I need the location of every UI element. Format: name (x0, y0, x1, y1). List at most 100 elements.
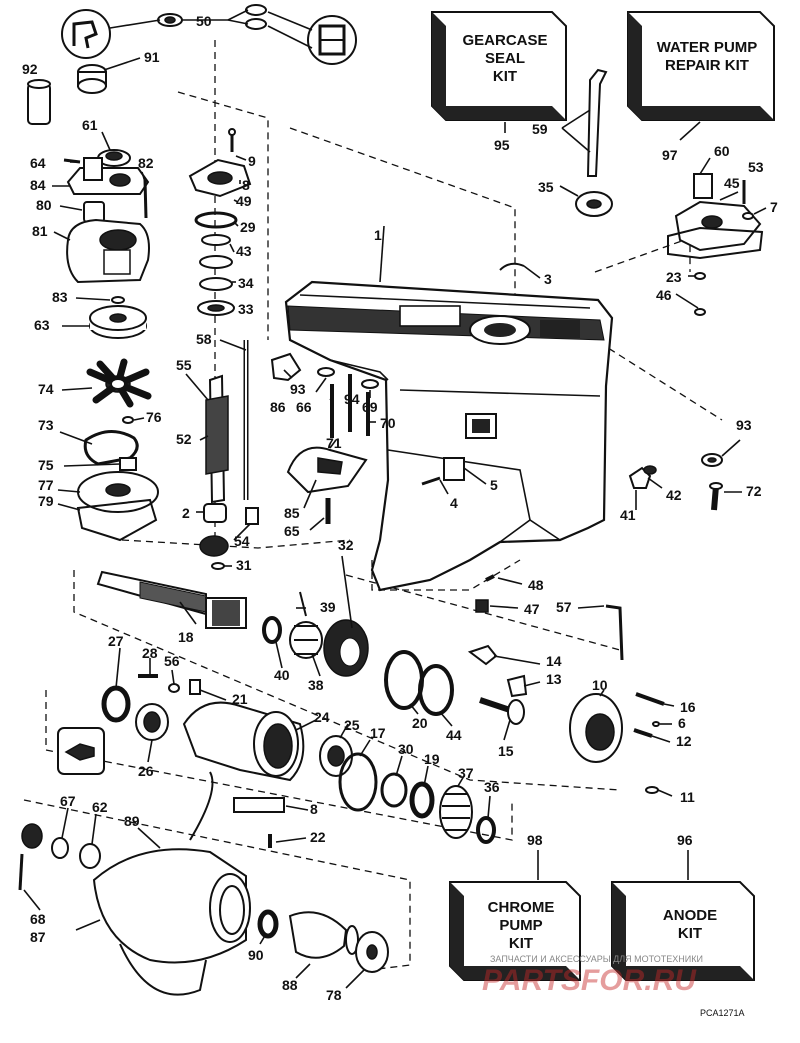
callout-81: 81 (32, 223, 48, 239)
callout-labels: 50 91 92 61 64 82 84 80 81 83 63 74 76 7… (22, 13, 778, 1003)
propshaft-assembly (96, 570, 665, 794)
callout-22: 22 (310, 829, 326, 845)
callout-29: 29 (240, 219, 256, 235)
anode-kit-line2: KIT (678, 925, 702, 942)
callout-1: 1 (374, 227, 382, 243)
chrome-kit-line1: CHROME (488, 899, 555, 916)
callout-24: 24 (314, 709, 330, 725)
callout-86: 86 (270, 399, 286, 415)
callout-47: 47 (524, 601, 540, 617)
anode-kit-line1: ANODE (663, 907, 717, 924)
driveshaft-parts (188, 128, 302, 570)
callout-8a: 8 (242, 177, 250, 193)
watermark-russian-text: ЗАПЧАСТИ И АКСЕССУАРЫ ДЛЯ МОТОТЕХНИКИ (490, 954, 703, 964)
callout-78: 78 (326, 987, 342, 1003)
callout-61: 61 (82, 117, 98, 133)
callout-9: 9 (248, 153, 256, 169)
callout-77: 77 (38, 477, 54, 493)
callout-35: 35 (538, 179, 554, 195)
callout-45: 45 (724, 175, 740, 191)
callout-84: 84 (30, 177, 46, 193)
callout-38: 38 (308, 677, 324, 693)
dashed-group-lines (23, 40, 723, 971)
callout-44: 44 (446, 727, 462, 743)
callout-80: 80 (36, 197, 52, 213)
callout-90: 90 (248, 947, 264, 963)
gearcase-housing[interactable] (284, 280, 614, 592)
callout-63: 63 (34, 317, 50, 333)
detail-insets (61, 4, 357, 65)
callout-43: 43 (236, 243, 252, 259)
callout-8b: 8 (310, 801, 318, 817)
kit-box-water-pump-repair[interactable]: WATER PUMP REPAIR KIT (627, 11, 775, 121)
figure-code: PCA1271A (700, 1008, 745, 1018)
callout-76: 76 (146, 409, 162, 425)
callout-58: 58 (196, 331, 212, 347)
kit-box-anode[interactable]: ANODE KIT (611, 881, 755, 981)
callout-50: 50 (196, 13, 212, 29)
callout-54: 54 (234, 533, 250, 549)
callout-79: 79 (38, 493, 54, 509)
callout-89: 89 (124, 813, 140, 829)
gearcase-kit-line2: SEAL (485, 50, 525, 67)
callout-31: 31 (236, 557, 252, 573)
watermark-logo: PARTSFOR.RU (482, 964, 697, 997)
callout-53: 53 (748, 159, 764, 175)
callout-87: 87 (30, 929, 46, 945)
callout-57: 57 (556, 599, 572, 615)
bearing-carrier-parts (57, 674, 496, 848)
upper-right-parts (575, 68, 764, 316)
callout-42: 42 (666, 487, 682, 503)
callout-70: 70 (380, 415, 396, 431)
callout-72: 72 (746, 483, 762, 499)
watermark: ЗАПЧАСТИ И АКСЕССУАРЫ ДЛЯ МОТОТЕХНИКИ PA… (482, 954, 703, 997)
leader-lines (23, 9, 767, 989)
callout-37: 37 (458, 765, 474, 781)
callout-20: 20 (412, 715, 428, 731)
callout-69: 69 (362, 399, 378, 415)
callout-6: 6 (678, 715, 686, 731)
callout-93a: 93 (290, 381, 306, 397)
callout-71: 71 (326, 435, 342, 451)
callout-48: 48 (528, 577, 544, 593)
kit-box-chrome-pump[interactable]: CHROME PUMP KIT (449, 881, 581, 981)
callout-49: 49 (236, 193, 252, 209)
center-small-parts (286, 262, 525, 524)
callout-17: 17 (370, 725, 386, 741)
callout-30: 30 (398, 741, 414, 757)
callout-33: 33 (238, 301, 254, 317)
callout-18: 18 (178, 629, 194, 645)
callout-41: 41 (620, 507, 636, 523)
callout-16: 16 (680, 699, 696, 715)
callout-36: 36 (484, 779, 500, 795)
callout-7: 7 (770, 199, 778, 215)
callout-11: 11 (680, 789, 695, 805)
water-pump-parts (27, 64, 159, 542)
callout-55: 55 (176, 357, 192, 373)
callout-62: 62 (92, 799, 108, 815)
kit-box-gearcase-seal[interactable]: GEARCASE SEAL KIT (431, 11, 567, 121)
callout-3: 3 (544, 271, 552, 287)
callout-26: 26 (138, 763, 154, 779)
water-pump-kit-line1: WATER PUMP (657, 39, 758, 56)
callout-97: 97 (662, 147, 678, 163)
callout-14: 14 (546, 653, 562, 669)
callout-73: 73 (38, 417, 54, 433)
chrome-kit-line3: KIT (509, 935, 533, 952)
callout-93b: 93 (736, 417, 752, 433)
right-side-parts (475, 453, 723, 661)
callout-56: 56 (164, 653, 180, 669)
callout-46: 46 (656, 287, 672, 303)
callout-64: 64 (30, 155, 46, 171)
callout-94: 94 (344, 391, 360, 407)
chrome-kit-line2: PUMP (499, 917, 542, 934)
callout-19: 19 (424, 751, 440, 767)
callout-95: 95 (494, 137, 510, 153)
callout-67: 67 (60, 793, 76, 809)
callout-12: 12 (676, 733, 692, 749)
callout-39: 39 (320, 599, 336, 615)
callout-65: 65 (284, 523, 300, 539)
water-pump-kit-line2: REPAIR KIT (665, 57, 749, 74)
callout-4: 4 (450, 495, 458, 511)
callout-85: 85 (284, 505, 300, 521)
